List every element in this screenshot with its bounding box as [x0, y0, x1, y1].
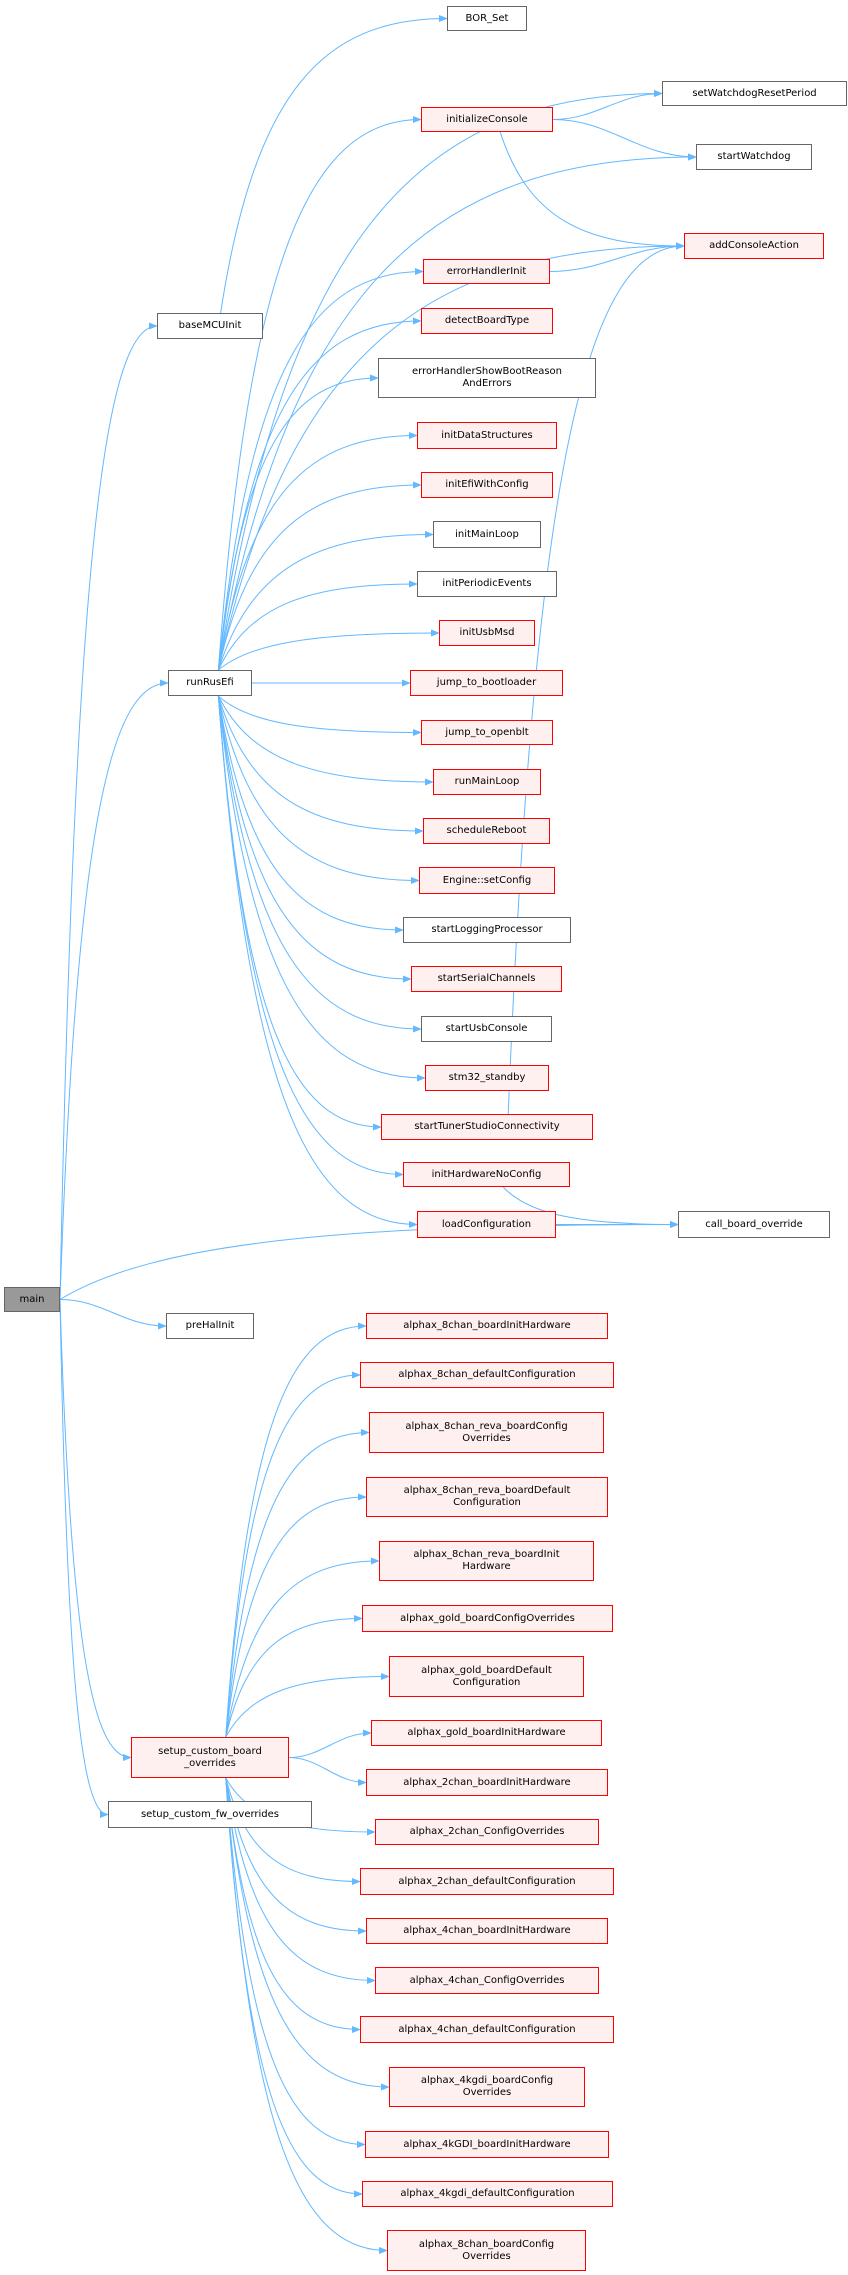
node-a4k-bih[interactable]: alphax_4kGDI_boardInitHardware — [365, 2131, 609, 2158]
node-a8-bih[interactable]: alphax_8chan_boardInitHardware — [366, 1313, 608, 1339]
node-main: main — [4, 1287, 60, 1312]
edge-setup-custom-board-overrides-to-a4k-bco — [225, 1777, 390, 2091]
node-a4-bih[interactable]: alphax_4chan_boardInitHardware — [366, 1918, 608, 1944]
node-inithardwarenoconfig[interactable]: initHardwareNoConfig — [403, 1162, 570, 1187]
edge-runrusefi-to-stm32-standby — [217, 695, 426, 1082]
node-errorhandlerinit[interactable]: errorHandlerInit — [423, 259, 550, 284]
node-setup-custom-board-overrides[interactable]: setup_custom_board _overrides — [131, 1737, 289, 1778]
edge-runrusefi-to-loadconfiguration — [217, 695, 418, 1229]
edge-runrusefi-to-runmainloop — [217, 695, 434, 786]
node-a4k-dc[interactable]: alphax_4kgdi_defaultConfiguration — [362, 2181, 613, 2207]
node-startusbconsole[interactable]: startUsbConsole — [421, 1016, 552, 1042]
node-runmainloop[interactable]: runMainLoop — [433, 769, 541, 795]
edge-runrusefi-to-errorhandlershowbootreasonanderrors — [217, 374, 379, 671]
node-a2-dc[interactable]: alphax_2chan_defaultConfiguration — [360, 1868, 614, 1895]
node-setwatchdogresetperiod[interactable]: setWatchdogResetPeriod — [662, 81, 847, 106]
node-a4-dc[interactable]: alphax_4chan_defaultConfiguration — [360, 2016, 614, 2043]
node-stm32-standby[interactable]: stm32_standby — [425, 1065, 549, 1091]
edge-runrusefi-to-schedulereboot — [217, 695, 424, 835]
edge-initializeconsole-to-addconsoleaction — [499, 131, 685, 250]
node-initmainloop[interactable]: initMainLoop — [433, 521, 541, 548]
edge-setup-custom-board-overrides-to-ag-bco — [225, 1614, 363, 1738]
edge-setup-custom-board-overrides-to-a8-dc — [225, 1371, 361, 1738]
node-a4k-bco[interactable]: alphax_4kgdi_boardConfig Overrides — [389, 2067, 585, 2107]
node-initializeconsole[interactable]: initializeConsole — [421, 107, 553, 132]
edge-runrusefi-to-initmainloop — [217, 530, 434, 671]
edge-runrusefi-to-inithardwarenoconfig — [217, 695, 404, 1179]
edge-main-to-prehalinit — [59, 1299, 167, 1330]
node-initperiodicevents[interactable]: initPeriodicEvents — [417, 571, 557, 597]
edge-runrusefi-to-startserialchannels — [217, 695, 412, 983]
node-a2-co[interactable]: alphax_2chan_ConfigOverrides — [375, 1819, 599, 1845]
node-ag-bih[interactable]: alphax_gold_boardInitHardware — [371, 1720, 602, 1746]
node-jump-to-openblt[interactable]: jump_to_openblt — [421, 720, 553, 745]
node-detectboardtype[interactable]: detectBoardType — [421, 308, 553, 334]
edge-runrusefi-to-initusbmsd — [218, 629, 440, 671]
edge-runrusefi-to-addconsoleaction — [217, 242, 685, 671]
edge-setup-custom-board-overrides-to-ag-bdc — [225, 1672, 390, 1738]
node-a8r-bco[interactable]: alphax_8chan_reva_boardConfig Overrides — [369, 1412, 604, 1453]
node-schedulereboot[interactable]: scheduleReboot — [423, 818, 550, 844]
node-jump-to-bootloader[interactable]: jump_to_bootloader — [410, 670, 563, 696]
edge-runrusefi-to-startloggingprocessor — [217, 695, 404, 934]
edge-runrusefi-to-startusbconsole — [217, 695, 422, 1033]
edge-setup-custom-board-overrides-to-a2-bih — [288, 1757, 367, 1787]
node-prehalinit[interactable]: preHalInit — [166, 1313, 254, 1339]
edge-runrusefi-to-startwatchdog — [217, 153, 697, 671]
edge-errorhandlerinit-to-addconsoleaction — [549, 242, 685, 272]
edge-setup-custom-board-overrides-to-ag-bih — [288, 1729, 372, 1758]
node-a8r-bdc[interactable]: alphax_8chan_reva_boardDefault Configura… — [366, 1477, 608, 1517]
edge-setup-custom-board-overrides-to-a8r-bco — [225, 1428, 370, 1738]
edge-runrusefi-to-setwatchdogresetperiod — [217, 89, 663, 671]
node-ag-bco[interactable]: alphax_gold_boardConfigOverrides — [362, 1605, 613, 1632]
node-bor-set[interactable]: BOR_Set — [447, 6, 527, 31]
node-addconsoleaction[interactable]: addConsoleAction — [684, 233, 824, 259]
edge-main-to-runrusefi — [59, 679, 169, 1300]
node-setup-custom-fw-overrides[interactable]: setup_custom_fw_overrides — [108, 1801, 312, 1828]
edge-setup-custom-board-overrides-to-a8r-bdc — [225, 1493, 367, 1738]
edge-runrusefi-to-engine-setconfig — [217, 695, 420, 885]
edge-main-to-call-board-override — [59, 1220, 679, 1300]
edge-runrusefi-to-initefiwithconfig — [217, 481, 422, 671]
edge-main-to-setup-custom-board-overrides — [59, 1299, 132, 1762]
edge-setup-custom-board-overrides-to-a8-bih — [225, 1322, 367, 1738]
edge-initializeconsole-to-startwatchdog — [552, 119, 697, 161]
node-a4-co[interactable]: alphax_4chan_ConfigOverrides — [375, 1967, 599, 1994]
edge-setup-custom-board-overrides-to-a4k-bih — [225, 1777, 366, 2149]
edge-runrusefi-to-initializeconsole — [217, 115, 422, 671]
node-a2-bih[interactable]: alphax_2chan_boardInitHardware — [366, 1769, 608, 1796]
node-initusbmsd[interactable]: initUsbMsd — [439, 620, 535, 646]
edge-setup-custom-board-overrides-to-a4-co — [225, 1777, 376, 1985]
node-engine-setconfig[interactable]: Engine::setConfig — [419, 867, 555, 894]
node-runrusefi[interactable]: runRusEfi — [168, 670, 252, 696]
edge-main-to-basemcuinit — [59, 322, 158, 1300]
node-basemcuinit[interactable]: baseMCUInit — [157, 313, 263, 339]
node-starttunerstudioconnectivity[interactable]: startTunerStudioConnectivity — [381, 1114, 593, 1140]
edge-setup-custom-board-overrides-to-a2-dc — [225, 1777, 361, 1886]
edge-basemcuinit-to-bor-set — [220, 14, 448, 314]
edge-setup-custom-board-overrides-to-a8-bco — [225, 1777, 388, 2255]
edge-main-to-setup-custom-fw-overrides — [59, 1299, 109, 1819]
edge-initializeconsole-to-setwatchdogresetperiod — [552, 89, 663, 120]
node-startwatchdog[interactable]: startWatchdog — [696, 144, 812, 170]
node-a8r-bih[interactable]: alphax_8chan_reva_boardInit Hardware — [379, 1541, 594, 1581]
edge-setup-custom-board-overrides-to-a8r-bih — [225, 1557, 380, 1738]
node-a8-bco[interactable]: alphax_8chan_boardConfig Overrides — [387, 2230, 586, 2271]
node-initefiwithconfig[interactable]: initEfiWithConfig — [421, 472, 553, 498]
edge-runrusefi-to-initperiodicevents — [217, 580, 418, 671]
node-loadconfiguration[interactable]: loadConfiguration — [417, 1211, 556, 1238]
node-startloggingprocessor[interactable]: startLoggingProcessor — [403, 917, 571, 943]
node-initdatastructures[interactable]: initDataStructures — [417, 422, 557, 449]
node-errorhandlershowbootreasonanderrors[interactable]: errorHandlerShowBootReason AndErrors — [378, 358, 596, 398]
node-startserialchannels[interactable]: startSerialChannels — [411, 966, 562, 992]
node-call-board-override[interactable]: call_board_override — [678, 1211, 830, 1238]
node-ag-bdc[interactable]: alphax_gold_boardDefault Configuration — [389, 1656, 584, 1697]
edge-runrusefi-to-jump-to-openblt — [218, 695, 422, 737]
node-a8-dc[interactable]: alphax_8chan_defaultConfiguration — [360, 1362, 614, 1388]
edge-runrusefi-to-errorhandlerinit — [217, 267, 424, 671]
edge-starttunerstudioconnectivity-to-addconsoleaction — [507, 242, 685, 1115]
edge-runrusefi-to-initdatastructures — [217, 431, 418, 671]
